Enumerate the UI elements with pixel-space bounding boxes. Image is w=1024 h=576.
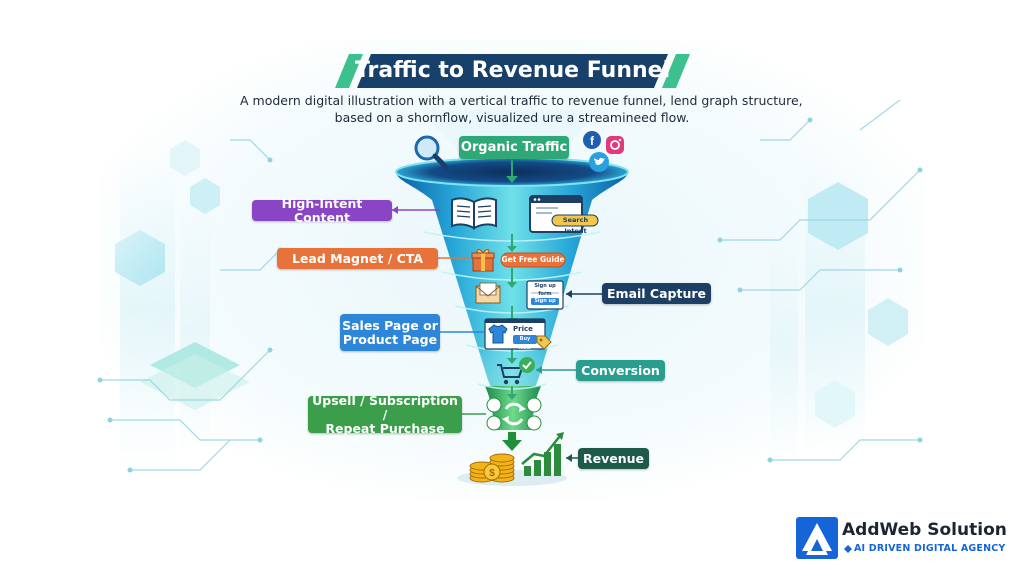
price-label: Price bbox=[513, 325, 533, 333]
stage-email-capture: Email Capture bbox=[602, 283, 711, 304]
browser-window-icon bbox=[529, 195, 599, 233]
stage-upsell: Upsell / Subscription / Repeat Purchase bbox=[308, 392, 462, 436]
stage-upsell-line-2: Repeat Purchase bbox=[325, 420, 445, 436]
gift-icon bbox=[471, 249, 495, 272]
brand-logo-mark-icon bbox=[802, 523, 832, 555]
get-free-guide-button-shape bbox=[500, 252, 566, 268]
title-banner-shape bbox=[335, 54, 690, 88]
facebook-icon: f bbox=[583, 131, 601, 149]
envelope-icon bbox=[475, 282, 501, 304]
sign-up-form-label: Sign up form bbox=[534, 283, 556, 297]
stage-upsell-line-1: Upsell / Subscription / bbox=[312, 392, 458, 422]
get-free-guide-button[interactable]: Get Free Guide bbox=[501, 255, 565, 264]
search-intent-label: Search Intent bbox=[562, 216, 589, 235]
buy-now-button[interactable]: Buy Now bbox=[518, 336, 532, 351]
sign-up-button[interactable]: Sign up bbox=[534, 298, 556, 304]
buy-now-button-shape bbox=[513, 335, 537, 344]
brand-tagline: AI DRIVEN DIGITAL AGENCY bbox=[854, 543, 1006, 554]
checkmark-icon bbox=[519, 357, 535, 373]
stage-sales-page-line-1: Sales Page or bbox=[342, 317, 438, 333]
brand-name: AddWeb Solution bbox=[842, 520, 1007, 540]
bar-chart-arrow-icon bbox=[521, 432, 564, 476]
shopping-cart-icon bbox=[497, 364, 524, 385]
stage-high-intent-content: High-Intent Content bbox=[252, 196, 392, 224]
stage-sales-page: Sales Page or Product Page bbox=[340, 314, 440, 351]
page-title: Traffic to Revenue Funnel bbox=[354, 58, 671, 83]
tshirt-icon bbox=[488, 324, 508, 344]
stage-revenue: Revenue bbox=[578, 448, 649, 469]
search-icon bbox=[414, 135, 449, 170]
price-tag-icon bbox=[536, 335, 552, 350]
title-banner: Traffic to Revenue Funnel bbox=[335, 54, 690, 88]
instagram-icon bbox=[606, 136, 624, 154]
open-book-icon bbox=[451, 197, 497, 230]
coin-stack-icon: $ bbox=[469, 453, 515, 483]
twitter-icon bbox=[589, 152, 609, 172]
svg-text:$: $ bbox=[489, 468, 495, 479]
brand-logo bbox=[796, 517, 838, 559]
brand-tagline-spark-icon bbox=[844, 545, 852, 553]
stage-sales-page-line-2: Product Page bbox=[342, 331, 438, 347]
subtitle-line-2: based on a shornflow, visualized ure a s… bbox=[334, 110, 690, 125]
subtitle-line-1: A modern digital illustration with a ver… bbox=[240, 93, 803, 108]
refresh-cycle-icon bbox=[486, 397, 542, 431]
stage-organic-traffic: Organic Traffic bbox=[459, 136, 569, 159]
stage-lead-magnet-cta: Lead Magnet / CTA bbox=[277, 248, 438, 269]
stage-conversion: Conversion bbox=[576, 360, 665, 381]
sign-up-form-shape bbox=[526, 280, 564, 310]
svg-text:f: f bbox=[590, 134, 595, 148]
